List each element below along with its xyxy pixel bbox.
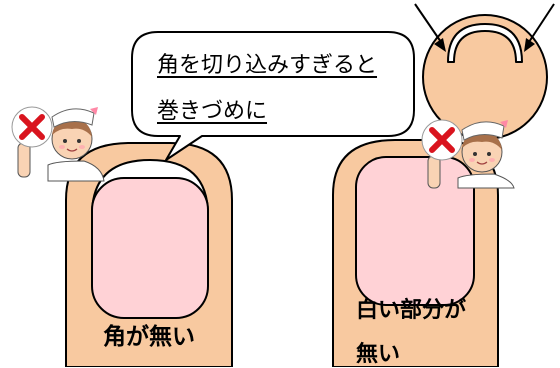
curled-nail-arc [447,23,523,63]
nurse-icon [421,119,515,189]
right-nail-label-line1: 白い部分が [356,298,467,323]
left-nail-label: 角が無い [103,324,195,350]
x-mark-icon [421,119,463,161]
callout-text-line2: 巻きづめに [157,99,268,124]
right-nail-label-line2: 無い [356,342,401,367]
left-finger [65,142,233,367]
arrow-icon [524,3,555,52]
speech-bubble [131,31,415,161]
right-finger [332,139,499,367]
callout-text-line1: 角を切り込みすぎると [157,53,378,78]
right-nail-bed [355,156,475,306]
x-mark-icon [11,106,53,148]
speech-bubble-shape [131,31,415,161]
nurse-icon [11,106,105,182]
nail-cross-section [414,3,555,140]
arrow-icon [414,3,446,52]
left-nail-bed [91,177,209,319]
